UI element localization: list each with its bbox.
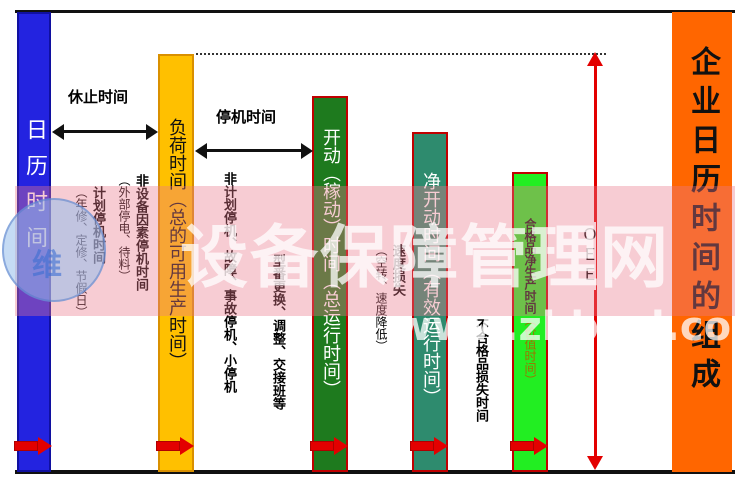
watermark-text: 设备保障管理网 xyxy=(180,219,671,298)
load-time-main: 负荷时间 xyxy=(166,118,187,190)
non-equipment-paren: （外部停电、待料） xyxy=(117,174,131,282)
operating-indicator-arrow xyxy=(310,437,348,455)
net-operating-time-paren: （有效运行时间） xyxy=(420,262,441,406)
watermark-seal xyxy=(2,198,106,302)
speed-loss-paren: （空转、速度降低） xyxy=(374,244,388,352)
defect-loss-main: 不合格品损失时间 xyxy=(473,318,488,422)
bottom-border xyxy=(15,470,735,474)
dotted-reference-line xyxy=(196,53,606,55)
load-time-paren: （总的可用生产时间） xyxy=(166,190,187,370)
valuable-time-paren: （价值时间） xyxy=(523,314,537,386)
defect-loss-note: 不合格品损失时间 xyxy=(473,318,488,422)
oee-down-arrowhead xyxy=(587,456,603,470)
net-operating-time-main: 净开动时间 xyxy=(420,172,441,262)
load-time-bar: 负荷时间（总的可用生产时间） xyxy=(158,54,194,472)
speed-loss-note: 速度损失 （空转、速度降低） xyxy=(374,244,405,352)
load-indicator-arrow xyxy=(156,437,194,455)
enterprise-title-bar: 企业日历时间的组成 xyxy=(672,12,732,472)
watermark-seal-char: 维 xyxy=(32,248,62,283)
valuable-time-main: 合格品净生产时间 xyxy=(523,218,537,314)
calendar-indicator-arrow xyxy=(14,437,52,455)
valuable-time-label: 合格品净生产时间（价值时间） xyxy=(523,218,537,386)
operating-time-main: 开动（稼动）时间 xyxy=(320,128,341,272)
top-border xyxy=(15,10,735,13)
watermark-band xyxy=(15,186,735,316)
downtime-label: 停机时间 xyxy=(216,108,277,126)
net-operating-indicator-arrow xyxy=(410,437,448,455)
operating-time-bar: 开动（稼动）时间（总运行时间） xyxy=(312,96,348,472)
non-equipment-note: 非设备因素停机时间 （外部停电、待料） xyxy=(117,174,148,291)
operating-time-label: 开动（稼动）时间（总运行时间） xyxy=(320,128,341,398)
watermark-url: www.zbbzgl.com xyxy=(395,304,750,350)
enterprise-title: 企业日历时间的组成 xyxy=(685,46,720,397)
rest-time-arrow xyxy=(52,122,158,142)
load-time-label: 负荷时间（总的可用生产时间） xyxy=(166,118,187,370)
oee-label: ＯＥＥ xyxy=(579,222,598,290)
net-operating-time-bar: 净开动时间（有效运行时间） xyxy=(412,132,448,472)
operating-time-paren: （总运行时间） xyxy=(320,272,341,398)
unplanned-stop-main: 非计划停机、故障、事故停机、小停机 xyxy=(221,172,236,393)
valuable-indicator-arrow xyxy=(510,437,548,455)
changeover-note: 型番更换、调整、交接班等 xyxy=(270,254,285,410)
changeover-main: 型番更换、调整、交接班等 xyxy=(270,254,285,410)
unplanned-stop-note: 非计划停机、故障、事故停机、小停机 xyxy=(221,172,236,393)
valuable-time-bar: 合格品净生产时间（价值时间） xyxy=(512,172,548,472)
net-operating-time-label: 净开动时间（有效运行时间） xyxy=(420,172,441,406)
downtime-arrow xyxy=(195,141,313,161)
rest-time-label: 休止时间 xyxy=(68,88,129,106)
non-equipment-main: 非设备因素停机时间 xyxy=(133,174,148,291)
oee-up-arrowhead xyxy=(587,52,603,66)
speed-loss-main: 速度损失 xyxy=(390,244,405,296)
